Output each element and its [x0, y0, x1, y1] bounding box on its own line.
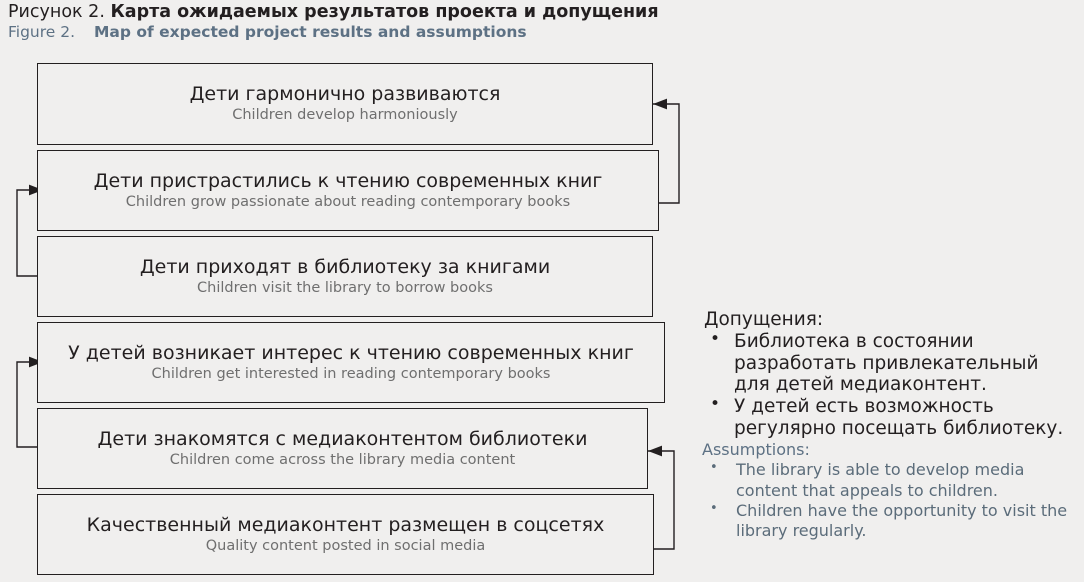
assumption-text-en: Children have the opportunity to visit t…	[736, 500, 1068, 540]
assumption-text-ru: У детей есть возможность регулярно посещ…	[734, 396, 1064, 439]
node-title-en: Children grow passionate about reading c…	[125, 193, 571, 210]
node-title-ru: Дети знакомятся с медиаконтентом библиот…	[97, 427, 588, 450]
arrowhead-into-box1	[653, 98, 667, 110]
node-title-ru: Дети гармонично развиваются	[189, 83, 501, 106]
node-title-en: Quality content posted in social media	[205, 537, 486, 554]
node-children-visit-library[interactable]: Дети приходят в библиотеку за книгами Ch…	[37, 236, 653, 317]
node-title-ru: Дети пристрастились к чтению современных…	[93, 169, 603, 192]
assumptions-heading-ru: Допущения:	[704, 309, 824, 330]
caption-russian-title: Карта ожидаемых результатов проекта и до…	[110, 2, 659, 22]
assumption-item-en: • Children have the opportunity to visit…	[702, 501, 1078, 541]
figure-caption: Рисунок 2. Карта ожидаемых результатов п…	[8, 2, 768, 42]
assumptions-list-ru: • Библиотека в состоянии разработать при…	[698, 329, 1078, 439]
node-title-ru: У детей возникает интерес к чтению совре…	[68, 341, 634, 364]
assumption-item-en: • The library is able to develop media c…	[702, 460, 1078, 500]
node-title-en: Children get interested in reading conte…	[151, 365, 551, 382]
assumption-text-en: The library is able to develop media con…	[736, 460, 1025, 500]
node-title-en: Children develop harmoniously	[232, 107, 458, 124]
node-title-ru: Качественный медиаконтент размещен в соц…	[86, 513, 605, 536]
assumptions-panel: Допущения: • Библиотека в состоянии разр…	[698, 309, 1078, 541]
caption-english-number: Figure 2.	[8, 23, 76, 42]
node-title-ru: Дети приходят в библиотеку за книгами	[139, 255, 551, 278]
node-quality-content-social[interactable]: Качественный медиаконтент размещен в соц…	[37, 494, 654, 575]
assumption-item-ru: • Библиотека в состоянии разработать при…	[704, 329, 1078, 396]
bullet-icon: •	[710, 394, 721, 415]
arrowhead-into-box5	[648, 445, 662, 457]
assumptions-heading-en: Assumptions:	[702, 440, 810, 460]
node-children-interested-reading[interactable]: У детей возникает интерес к чтению совре…	[37, 322, 665, 403]
assumptions-list-en: • The library is able to develop media c…	[698, 460, 1078, 541]
caption-english-title: Map of expected project results and assu…	[93, 23, 527, 42]
bullet-icon: •	[710, 460, 718, 476]
node-title-en: Children visit the library to borrow boo…	[197, 279, 493, 296]
node-title-en: Children come across the library media c…	[169, 451, 516, 468]
node-children-media-content[interactable]: Дети знакомятся с медиаконтентом библиот…	[37, 408, 648, 489]
node-children-passionate-reading[interactable]: Дети пристрастились к чтению современных…	[37, 150, 659, 231]
bullet-icon: •	[710, 329, 721, 350]
node-children-develop[interactable]: Дети гармонично развиваются Children dev…	[37, 63, 653, 145]
caption-russian: Рисунок 2. Карта ожидаемых результатов п…	[8, 2, 768, 23]
caption-english: Figure 2. Map of expected project result…	[8, 23, 768, 42]
caption-russian-number: Рисунок 2.	[8, 2, 105, 22]
assumption-text-ru: Библиотека в состоянии разработать привл…	[734, 331, 1039, 396]
bullet-icon: •	[710, 500, 718, 516]
assumption-item-ru: • У детей есть возможность регулярно пос…	[704, 394, 1078, 439]
